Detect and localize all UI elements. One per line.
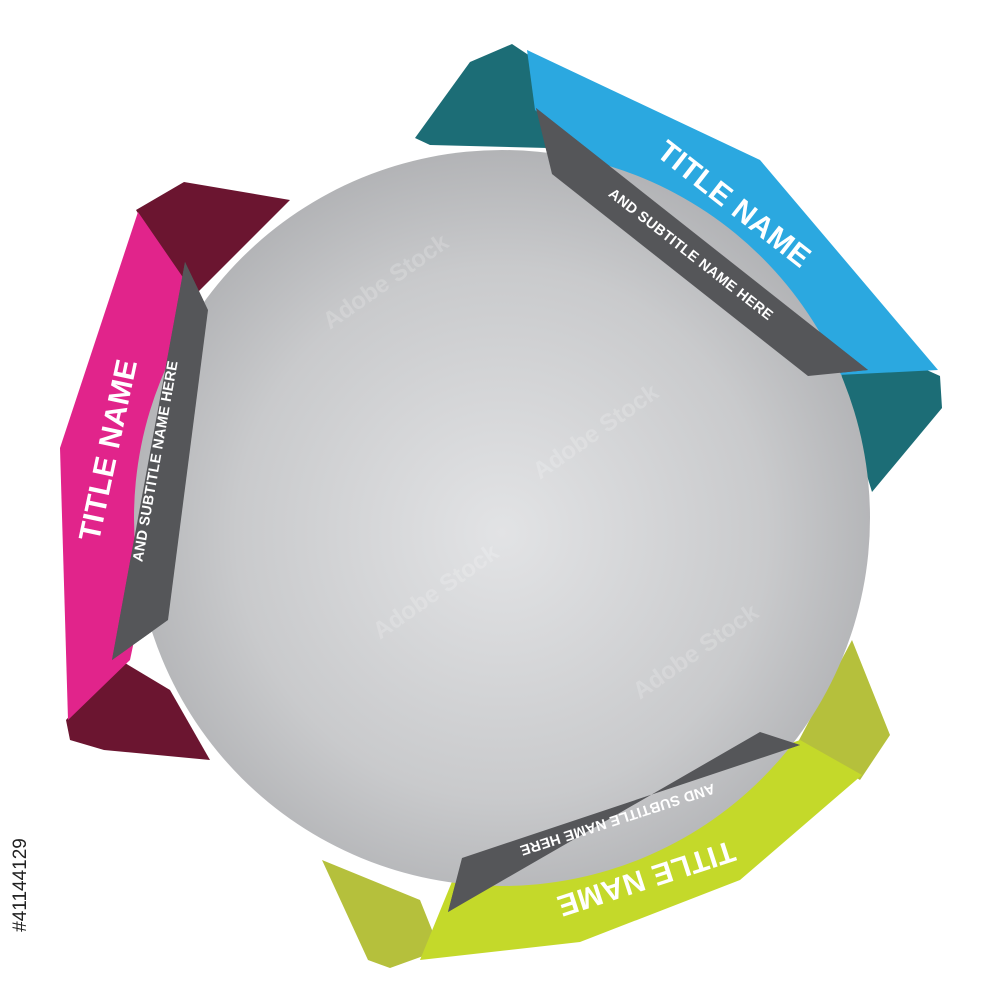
label-blue-panel: [527, 50, 938, 375]
label-blue-band-front: [536, 108, 868, 376]
stock-id: #41144129: [10, 838, 31, 932]
label-green-fold: [798, 640, 890, 780]
label-blue-fold: [415, 44, 548, 148]
center-sphere: [134, 150, 870, 886]
label-blue-fold-lower: [840, 358, 942, 492]
label-magenta-band-front: [112, 262, 208, 660]
label-green-fold-lower: [322, 860, 440, 968]
stock-id-text: #41144129: [10, 838, 31, 932]
label-green-band-front: [448, 732, 800, 912]
label-magenta-panel: [60, 212, 204, 720]
